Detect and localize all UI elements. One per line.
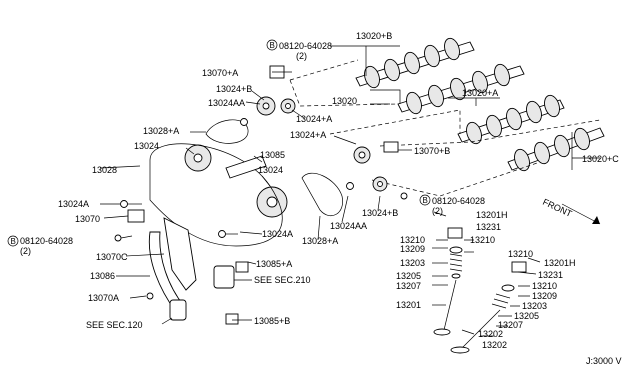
idler-13085 — [225, 155, 267, 179]
label-13209: 13209 — [400, 244, 425, 254]
sprocket-13024-b-top — [256, 96, 276, 116]
sprocket-13024-a-mid — [353, 146, 371, 164]
timing-chain-13028-a-mid — [301, 172, 343, 216]
sprocket-13024-center — [256, 186, 288, 218]
label-13020: 13020 — [332, 96, 357, 106]
engine-outline-dashed — [289, 59, 601, 197]
svg-text:B: B — [11, 237, 16, 246]
label-13203: 13203 — [400, 258, 425, 268]
label-13207: 13207 — [396, 281, 421, 291]
label-bolt-qty-left: (2) — [20, 246, 31, 256]
timing-chain-13028-a-top — [205, 119, 249, 144]
label-13210-a: 13210 — [400, 235, 425, 245]
valve-stack-center — [433, 227, 463, 336]
label-r13201h: 13201H — [544, 258, 576, 268]
label-bolt-08120-64028-top: 08120-64028 — [279, 41, 332, 51]
bolt-08120-left — [114, 234, 133, 242]
label-r13210-b: 13210 — [532, 281, 557, 291]
label-see-sec-120: SEE SEC.120 — [86, 320, 143, 330]
label-r13207: 13207 — [498, 320, 523, 330]
leader-lines — [99, 45, 600, 337]
label-r13203: 13203 — [522, 301, 547, 311]
label-13024a-left: 13024A — [58, 199, 89, 209]
label-13085-a: 13085+A — [256, 259, 292, 269]
camshaft-13020-c — [507, 127, 605, 172]
bolt-marker-right: B — [419, 194, 431, 206]
chain-guide-13070c — [163, 217, 197, 291]
bolt-08120-right — [400, 192, 408, 200]
sprocket-13024-left — [184, 144, 212, 172]
label-13070-b: 13070+B — [414, 146, 450, 156]
cover-sec-120 — [169, 299, 187, 321]
label-13202: 13202 — [478, 329, 503, 339]
label-13086: 13086 — [90, 271, 115, 281]
label-13024a-center: 13024A — [262, 229, 293, 239]
label-13070-a: 13070+A — [202, 68, 238, 78]
label-bolt-qty-right: (2) — [432, 206, 443, 216]
label-see-sec-210: SEE SEC.210 — [254, 275, 311, 285]
label-r13202: 13202 — [482, 340, 507, 350]
tensioner-13070 — [127, 209, 145, 223]
sprocket-13024-b-mid — [372, 176, 388, 192]
label-13070a: 13070A — [88, 293, 119, 303]
label-13024-left: 13024 — [134, 141, 159, 151]
label-ref-code: J:3000 V — [586, 356, 622, 366]
label-13201h: 13201H — [476, 210, 508, 220]
label-13085-b: 13085+B — [254, 316, 290, 326]
svg-text:B: B — [423, 196, 428, 205]
bolt-13024aa-top — [240, 118, 248, 126]
label-bolt-qty-top: (2) — [296, 51, 307, 61]
label-13231: 13231 — [476, 222, 501, 232]
label-r13205: 13205 — [514, 311, 539, 321]
bolt-13024a-left — [120, 200, 142, 208]
label-13070c: 13070C — [96, 252, 128, 262]
cover-sec-210 — [213, 265, 235, 289]
label-13024-a-top: 13024+A — [296, 114, 332, 124]
part-labels: 08120-64028 (2) 13020+B 13070+A 13024+B … — [20, 31, 622, 366]
bolt-marker-top: B — [266, 39, 278, 51]
valve-stack-right — [450, 261, 527, 354]
camshaft-13020-a — [457, 94, 565, 145]
label-13028: 13028 — [92, 165, 117, 175]
label-13020-a: 13020+A — [462, 88, 498, 98]
tensioner-13070-b — [383, 141, 399, 153]
sprocket-13024-a-top — [280, 98, 296, 114]
label-13085: 13085 — [260, 150, 285, 160]
bolt-13024aa-mid — [346, 182, 354, 190]
bracket-13085-b — [225, 313, 239, 325]
label-13028-a-mid: 13028+A — [302, 236, 338, 246]
bracket-13085-a — [235, 261, 249, 273]
label-13201: 13201 — [396, 300, 421, 310]
svg-text:B: B — [270, 41, 275, 50]
label-13024aa-top: 13024AA — [208, 98, 245, 108]
label-r13210: 13210 — [508, 249, 533, 259]
label-13205: 13205 — [396, 271, 421, 281]
label-13020-b: 13020+B — [356, 31, 392, 41]
label-13024aa-mid: 13024AA — [330, 221, 367, 231]
label-13024-center: 13024 — [258, 165, 283, 175]
bolt-13024a-center — [218, 230, 238, 238]
label-13024-b-mid: 13024+B — [362, 208, 398, 218]
camshaft-13020-b — [355, 37, 475, 89]
label-bolt-08120-64028-right: 08120-64028 — [432, 196, 485, 206]
label-13024-b-top: 13024+B — [216, 84, 252, 94]
label-13070: 13070 — [75, 214, 100, 224]
front-arrow — [561, 203, 601, 225]
label-r13209: 13209 — [532, 291, 557, 301]
bolt-13070a — [146, 292, 154, 300]
label-13024-a-mid: 13024+A — [290, 130, 326, 140]
label-front: FRONT — [541, 197, 574, 219]
bolt-marker-left: B — [7, 235, 19, 247]
label-13210-b: 13210 — [470, 235, 495, 245]
label-bolt-08120-64028-left: 08120-64028 — [20, 236, 73, 246]
label-r13231: 13231 — [538, 270, 563, 280]
label-13020-c: 13020+C — [582, 154, 619, 164]
label-13028-a-top: 13028+A — [143, 126, 179, 136]
camshaft-13020 — [397, 63, 525, 115]
